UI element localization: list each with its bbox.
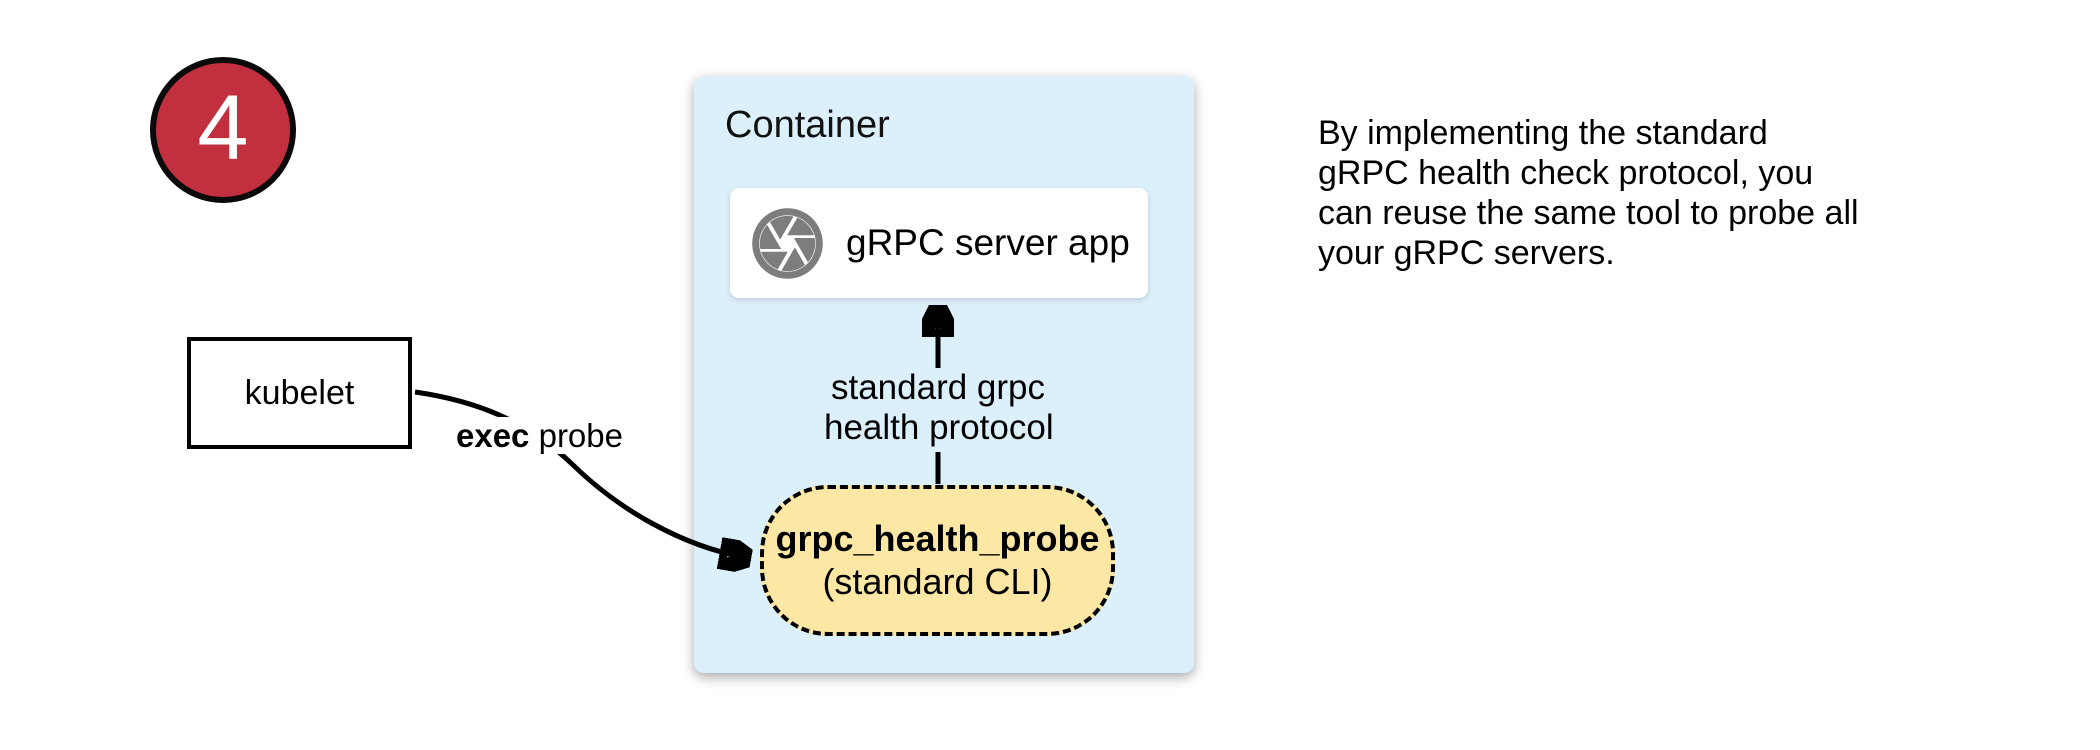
note-text: By implementing the standard gRPC health… — [1318, 113, 1859, 273]
exec-probe-label: exec probe — [450, 417, 629, 454]
exec-probe-label-bold: exec — [456, 417, 530, 454]
exec-probe-label-rest: probe — [529, 417, 623, 454]
container-title: Container — [725, 104, 890, 146]
grpc-health-probe-box: grpc_health_probe (standard CLI) — [760, 485, 1115, 636]
kubelet-label: kubelet — [244, 373, 355, 412]
grpc-health-probe-subtitle: (standard CLI) — [822, 560, 1053, 602]
camera-shutter-icon — [752, 207, 823, 279]
kubelet-box: kubelet — [187, 337, 412, 449]
container-box: Container gRPC server app grpc_health_pr… — [694, 76, 1194, 673]
grpc-health-probe-title: grpc_health_probe — [775, 518, 1100, 560]
health-protocol-line1: standard grpc — [830, 368, 1046, 407]
health-protocol-line2: health protocol — [824, 408, 1054, 447]
grpc-server-app-box: gRPC server app — [730, 188, 1148, 298]
note-line: By implementing the standard — [1318, 114, 1768, 152]
note-line: can reuse the same tool to probe all — [1318, 194, 1859, 232]
health-protocol-label: standard grpc health protocol — [824, 368, 1054, 452]
step-badge: 4 — [150, 57, 296, 203]
grpc-server-app-label: gRPC server app — [846, 222, 1130, 263]
note-line: gRPC health check protocol, you — [1318, 154, 1814, 192]
step-number: 4 — [197, 77, 249, 179]
note-line: your gRPC servers. — [1318, 234, 1615, 272]
